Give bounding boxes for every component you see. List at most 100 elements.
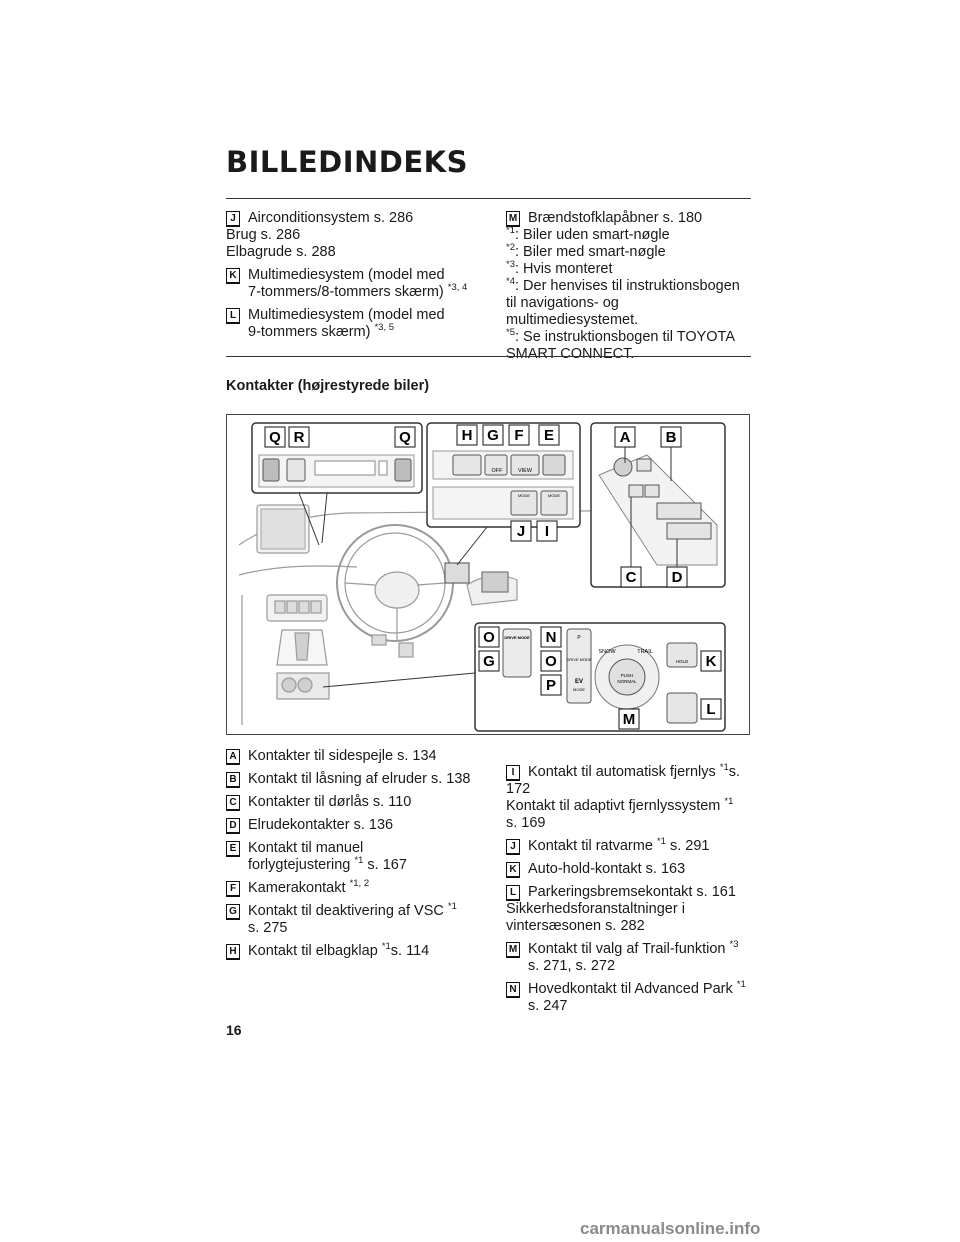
push-label: PUSH	[621, 673, 634, 678]
page-title: BILLEDINDEKS	[226, 145, 469, 179]
list-item: Elbagrude s. 288	[226, 244, 481, 261]
figure-callout: B	[666, 429, 677, 446]
entry-text: s. 271, s. 272	[528, 958, 616, 974]
page-number: 16	[226, 1022, 242, 1038]
page-ref: s. 291	[665, 838, 710, 854]
footnote-ref: *1	[724, 796, 734, 807]
entry-text: Brug s. 286	[226, 227, 301, 243]
page-ref: s. 172	[506, 764, 741, 797]
entry-text: Multimediesystem (model med	[248, 267, 445, 283]
inset-abcd-panel: A B C D	[590, 422, 726, 588]
footnote-mark: *3	[506, 259, 515, 270]
entry-text: s. 275	[248, 920, 288, 936]
entry-text: 7-tommers/8-tommers skærm)	[248, 284, 444, 300]
callout-badge: M	[506, 942, 520, 958]
footnote-ref: *1	[447, 901, 457, 912]
top-left-column: J Airconditionsystem s. 286 Brug s. 286 E…	[226, 210, 481, 347]
snow-label: SNOW	[598, 649, 616, 655]
entry-text: Kontakter til sidespejle s. 134	[248, 748, 437, 764]
figure-callout: F	[514, 427, 523, 444]
entry-text: Elbagrude s. 288	[226, 244, 336, 260]
callout-badge: F	[226, 881, 240, 897]
callout-badge: A	[226, 749, 240, 765]
figure-callout: G	[487, 427, 499, 444]
footnote: *2: Biler med smart-nøgle	[506, 243, 750, 261]
figure-callout: O	[483, 629, 495, 646]
entry-text: Parkeringsbremsekontakt s. 161	[528, 884, 736, 900]
callout-badge: D	[226, 818, 240, 834]
list-item: C Kontakter til dørlås s. 110	[226, 794, 488, 811]
footnote-ref: *1	[656, 836, 666, 847]
list-item: A Kontakter til sidespejle s. 134	[226, 748, 488, 765]
watermark: carmanualsonline.info	[580, 1219, 761, 1238]
mode-label: MODE	[548, 493, 560, 498]
entry-text: Kontakter til dørlås s. 110	[248, 794, 412, 810]
figure-callout: Q	[269, 429, 281, 446]
hold-label: HOLD	[676, 659, 689, 664]
list-item: Kontakt til adaptivt fjernlyssystem *1 s…	[506, 796, 750, 832]
entry-text: Kamerakontakt	[248, 880, 346, 896]
figure-callout: O	[545, 653, 557, 670]
section-divider	[226, 356, 751, 357]
callout-badge: K	[506, 862, 520, 878]
callout-badge: J	[226, 211, 240, 227]
entry-text: Kontakt til elbagklap	[248, 943, 378, 959]
callout-badge: J	[506, 839, 520, 855]
figure-callout: D	[672, 569, 683, 586]
entry-text: Airconditionsystem s. 286	[248, 210, 414, 226]
view-label: VIEW	[518, 468, 533, 474]
figure-callout: R	[294, 429, 305, 446]
section-subheading: Kontakter (højrestyrede biler)	[226, 378, 430, 394]
figure-callout: C	[626, 569, 637, 586]
footnote-text: : Der henvises til instruktionsbogen til…	[506, 278, 740, 328]
list-item: L Parkeringsbremsekontakt s. 161	[506, 884, 750, 901]
entry-text: forlygtejustering	[248, 857, 351, 873]
entry-text: Elrudekontakter s. 136	[248, 817, 394, 833]
footnote-text: : Se instruktionsbogen til TOYOTA SMART …	[506, 329, 735, 362]
callout-badge: C	[226, 795, 240, 811]
footnote-ref: *1	[719, 762, 729, 773]
callout-badge: K	[226, 268, 240, 284]
entry-text: Multimediesystem (model med	[248, 307, 445, 323]
footnote-text: : Biler uden smart-nøgle	[514, 227, 670, 243]
callout-badge: M	[506, 211, 520, 227]
callout-badge: N	[506, 982, 520, 998]
callout-badge: G	[226, 904, 240, 920]
callout-badge: L	[506, 885, 520, 901]
list-item: Brug s. 286	[226, 227, 481, 244]
list-item: Sikkerhedsforanstaltninger i vintersæson…	[506, 901, 750, 935]
figure-callout: H	[462, 427, 473, 444]
entry-text: Sikkerhedsforanstaltninger i	[506, 901, 685, 917]
figure-callout: A	[620, 429, 631, 446]
footnote: *1: Biler uden smart-nøgle	[506, 226, 750, 244]
entry-text: Kontakt til låsning af elruder s. 138	[248, 771, 471, 787]
footnote-ref: *3, 4	[447, 282, 468, 293]
page-ref: s. 114	[390, 943, 430, 959]
list-item: D Elrudekontakter s. 136	[226, 817, 488, 834]
inset-qrq-panel: Q R Q	[251, 422, 423, 546]
footnote-mark: *4	[506, 276, 515, 287]
figure-callout: I	[545, 523, 549, 540]
p-label: P	[577, 635, 581, 641]
footnote: *4: Der henvises til instruktionsbogen t…	[506, 276, 750, 329]
footnote-text: : Biler med smart-nøgle	[514, 244, 666, 260]
figure-callout: P	[546, 677, 556, 694]
dashboard-drawing: Q R Q OFF VIEW MODE MODE H G F	[238, 422, 726, 732]
page-ref: s. 167	[363, 857, 407, 873]
inset-console-panel: DRIVE MODE P DRIVE MODE EV MODE SNOW TRA…	[322, 622, 726, 732]
off-label: OFF	[492, 468, 504, 474]
drive-mode-label: DRIVE MODE	[566, 657, 592, 662]
